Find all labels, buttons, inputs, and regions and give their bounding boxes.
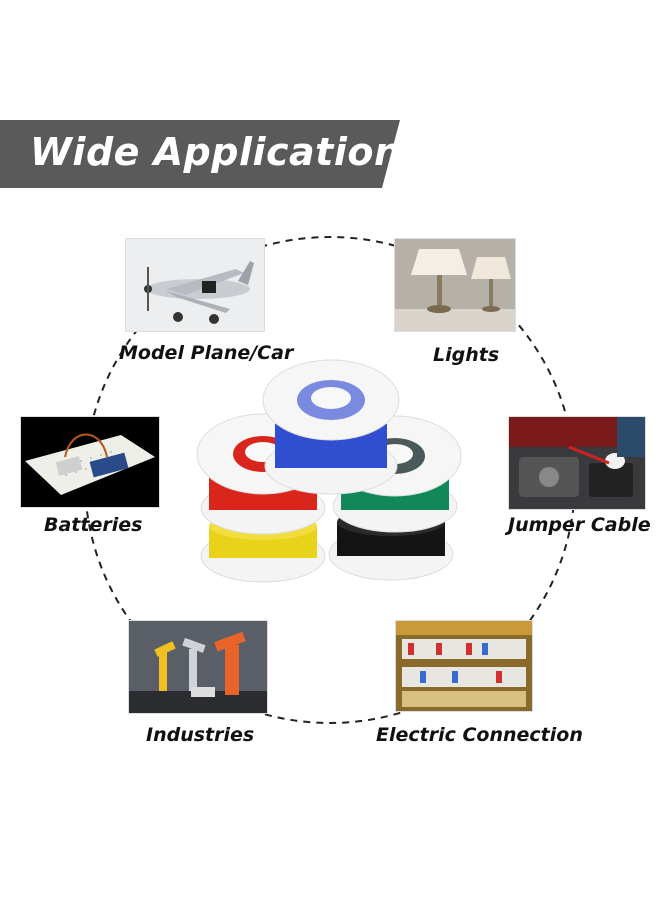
- label-jumper-cable: Jumper Cable: [508, 514, 651, 536]
- robot-arm-icon: [129, 621, 267, 713]
- engine-icon: [509, 417, 645, 509]
- title-banner: Wide Applications: [0, 120, 424, 188]
- lights-image: [394, 238, 516, 332]
- model-plane-image: [125, 238, 265, 332]
- label-lights: Lights: [433, 344, 500, 366]
- breaker-panel-icon: [396, 621, 532, 711]
- jumper-cable-image: [508, 416, 646, 510]
- electric-connection-image: [395, 620, 533, 712]
- wire-spools: [195, 358, 465, 598]
- label-electric-connection: Electric Connection: [376, 724, 583, 746]
- label-industries: Industries: [146, 724, 255, 746]
- label-model-plane: Model Plane/Car: [119, 342, 294, 364]
- label-batteries: Batteries: [44, 514, 143, 536]
- banner-shape: [0, 120, 400, 188]
- lamp-icon: [395, 239, 515, 331]
- blue-spool: [262, 359, 400, 495]
- batteries-image: [20, 416, 160, 508]
- battery-board-icon: [21, 417, 159, 507]
- page-title: Wide Applications: [30, 130, 425, 174]
- industries-image: [128, 620, 268, 714]
- wire-spool-group-icon: [196, 359, 462, 583]
- airplane-icon: [126, 239, 264, 331]
